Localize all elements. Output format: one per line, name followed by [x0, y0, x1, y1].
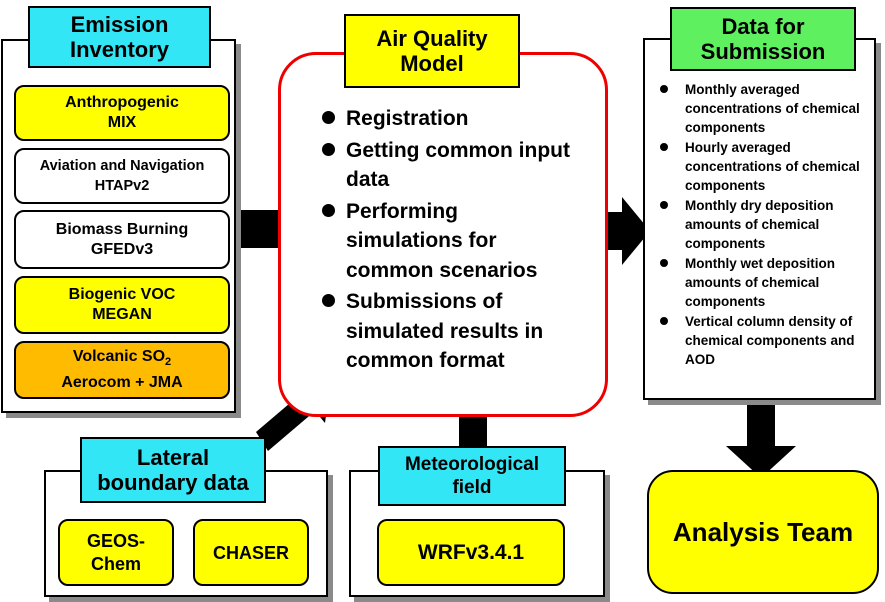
model-step: Submissions of simulated results in comm…	[316, 287, 578, 376]
emission-item-volcanic: Volcanic SO2 Aerocom + JMA	[14, 341, 230, 399]
submission-item: Monthly averaged concentrations of chemi…	[645, 80, 875, 137]
submission-item: Hourly averaged concentrations of chemic…	[645, 138, 875, 195]
model-step: Performing simulations for common scenar…	[316, 197, 578, 286]
model-step: Registration	[316, 104, 578, 134]
volcanic-line2: Aerocom + JMA	[61, 373, 183, 391]
lateral-item-geos-chem: GEOS- Chem	[58, 519, 174, 586]
meteorological-title: Meteorological field	[378, 446, 566, 506]
emission-inventory-title: Emission Inventory	[28, 6, 211, 68]
model-step: Getting common input data	[316, 136, 578, 195]
meteorological-item-wrf: WRFv3.4.1	[377, 519, 565, 586]
submission-item: Monthly wet deposition amounts of chemic…	[645, 254, 875, 311]
lateral-item-chaser: CHASER	[193, 519, 309, 586]
submission-item: Vertical column density of chemical comp…	[645, 312, 875, 369]
lateral-boundary-title: Lateral boundary data	[80, 437, 266, 503]
emission-item-biogenic: Biogenic VOC MEGAN	[14, 276, 230, 334]
air-quality-model-title: Air Quality Model	[344, 14, 520, 88]
emission-item-biomass: Biomass Burning GFEDv3	[14, 210, 230, 269]
submission-items-list: Monthly averaged concentrations of chemi…	[645, 80, 875, 370]
arrow-data-to-analysis	[726, 400, 796, 478]
data-for-submission-title: Data for Submission	[670, 7, 856, 71]
model-steps-list: Registration Getting common input data P…	[316, 104, 578, 378]
submission-item: Monthly dry deposition amounts of chemic…	[645, 196, 875, 253]
analysis-team-box: Analysis Team	[647, 470, 879, 594]
volcanic-line1: Volcanic SO2	[72, 348, 172, 369]
emission-item-aviation: Aviation and Navigation HTAPv2	[14, 148, 230, 204]
emission-item-anthropogenic: Anthropogenic MIX	[14, 85, 230, 141]
